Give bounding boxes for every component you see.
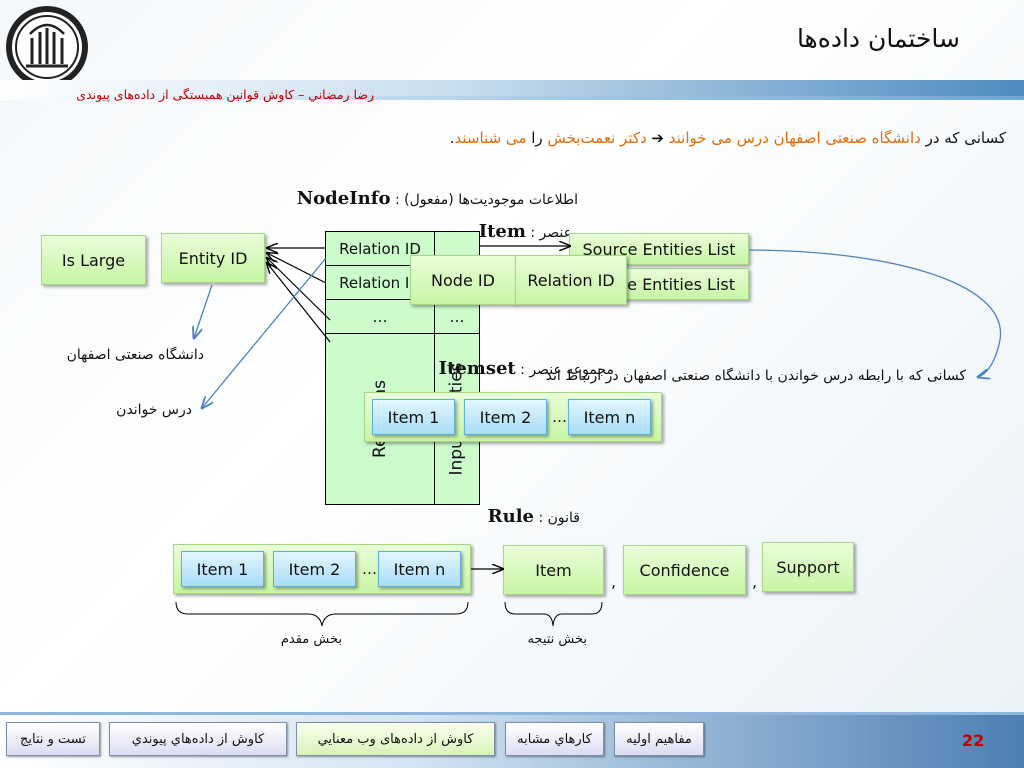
header-band-line — [0, 96, 1024, 100]
intro-part-1: کسانی که در — [925, 129, 1006, 147]
node-id-box: Node ID — [410, 255, 516, 305]
intro-arrow-icon: ➔ — [651, 129, 664, 147]
rule-comma-2: , — [752, 572, 758, 591]
entity-id-box: Entity ID — [161, 233, 265, 283]
rule-item-1: Item 1 — [181, 551, 264, 587]
page-number: 22 — [962, 731, 985, 750]
itemset-label-fa: مجموعه عنصر : — [520, 362, 614, 378]
nav-semantic-web-mining[interactable]: كاوش از داده‌های وب معنايي — [296, 722, 495, 756]
is-large-box: Is Large — [41, 235, 146, 285]
rule-ellipsis: … — [362, 560, 377, 578]
intro-period: . — [449, 129, 455, 147]
intro-professor: دکتر نعمت‌بخش — [547, 129, 647, 147]
rule-label-en: Rule — [487, 506, 534, 527]
nav-linked-data-mining[interactable]: كاوش از داده‌هاي پيوندي — [109, 722, 287, 756]
intro-sentence: کسانی که در دانشگاه صنعتی اصفهان درس می … — [450, 129, 1006, 147]
rule-label-fa: قانون : — [538, 510, 580, 526]
rule-item-2: Item 2 — [273, 551, 356, 587]
nav-basic-concepts[interactable]: مفاهيم اوليه — [614, 722, 704, 756]
itemset-ellipsis: … — [552, 408, 567, 426]
nav-tests-results[interactable]: تست و نتايج — [6, 722, 100, 756]
item-heading: عنصر : Item — [479, 221, 572, 242]
nodeinfo-label-fa: اطلاعات موجودیت‌ها (مفعول) : — [394, 192, 578, 208]
support-box: Support — [762, 542, 854, 592]
item-label-fa: عنصر : — [530, 225, 572, 241]
author-line: رضا رمضاني – كاوش قوانين همبستگی از داده… — [76, 87, 374, 102]
rule-item-n: Item n — [378, 551, 461, 587]
rule-result-item-box: Item — [503, 545, 604, 595]
itemset-label-en: Itemset — [438, 358, 516, 379]
nav-related-work[interactable]: كارهاي مشابه — [505, 722, 604, 756]
antecedent-label: بخش مقدم — [280, 632, 342, 647]
itemset-item-1: Item 1 — [372, 399, 455, 435]
nodeinfo-heading: اطلاعات موجودیت‌ها (مفعول) : NodeInfo — [297, 188, 578, 209]
note-study: درس خواندن — [116, 402, 192, 418]
rule-comma-1: , — [611, 572, 617, 591]
intro-university-phrase: دانشگاه صنعتی اصفهان درس می خوانند — [668, 129, 921, 147]
university-logo-icon — [6, 6, 88, 88]
header-band — [0, 80, 1024, 96]
itemset-heading: مجموعه عنصر : Itemset — [439, 358, 614, 379]
intro-part-4: را — [531, 129, 543, 147]
intro-part-5: می شناسند — [454, 129, 527, 147]
confidence-box: Confidence — [623, 545, 746, 595]
itemset-item-2: Item 2 — [464, 399, 547, 435]
relation-id-box: Relation ID — [515, 255, 627, 305]
slide-title: ساختمان داده‌ها — [796, 24, 960, 53]
item-note: کسانی که با رابطه درس خواندن با دانشگاه … — [545, 368, 966, 384]
item-label-en: Item — [478, 221, 526, 242]
footer-line — [0, 712, 1024, 715]
itemset-item-n: Item n — [568, 399, 651, 435]
consequent-label: بخش نتیجه — [527, 632, 587, 647]
note-university: دانشگاه صنعتی اصفهان — [66, 347, 204, 363]
nodeinfo-label-en: NodeInfo — [296, 188, 391, 209]
rule-heading: قانون : Rule — [488, 506, 580, 527]
